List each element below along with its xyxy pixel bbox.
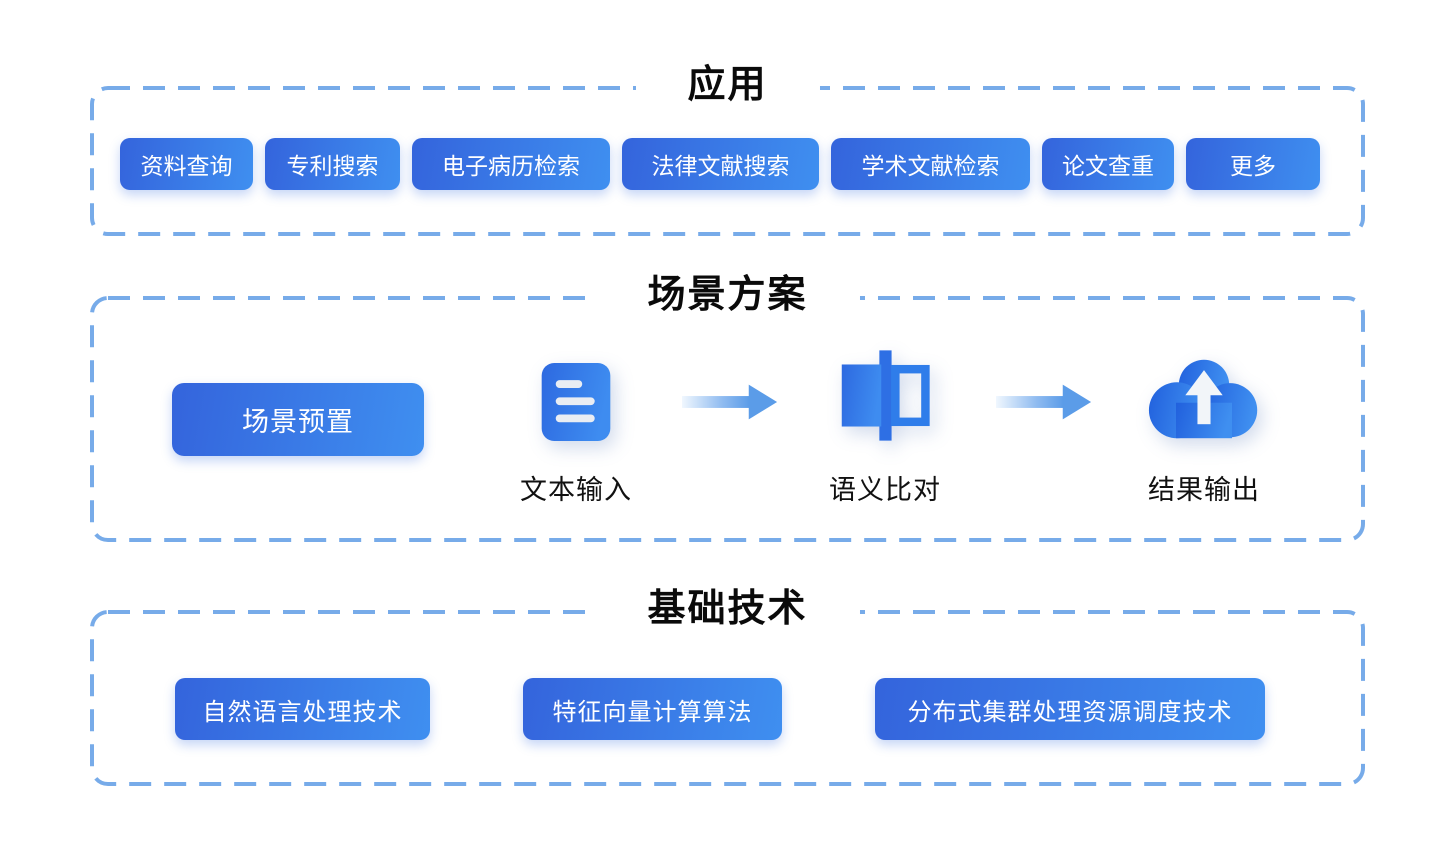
- flow-step-label: 结果输出: [1148, 475, 1260, 505]
- section-technology: 基础技术 自然语言处理技术 特征向量计算算法 分布式集群处理资源调度技术: [90, 577, 1365, 786]
- tech-button-distributed-scheduling[interactable]: 分布式集群处理资源调度技术: [875, 678, 1265, 740]
- section-title-scenario: 场景方案: [595, 263, 860, 318]
- application-buttons-row: 资料查询 专利搜索 电子病历检索 法律文献搜索 学术文献检索 论文查重 更多: [120, 138, 1320, 190]
- section-scenario: 场景方案 场景预置 文本输入: [90, 263, 1365, 542]
- flow-step-result-output: 结果输出: [1089, 348, 1319, 507]
- tech-button-vector-computing[interactable]: 特征向量计算算法: [523, 678, 782, 740]
- app-button-plagiarism-check[interactable]: 论文查重: [1042, 138, 1174, 190]
- section-applications: 应用 资料查询 专利搜索 电子病历检索 法律文献搜索 学术文献检索 论文查重 更…: [90, 53, 1365, 236]
- app-button-academic-retrieval[interactable]: 学术文献检索: [831, 138, 1030, 190]
- section-title-technology: 基础技术: [595, 577, 860, 632]
- app-button-legal-search[interactable]: 法律文献搜索: [622, 138, 819, 190]
- flow-step-semantic-compare: 语义比对: [770, 348, 1000, 507]
- technology-buttons-row: 自然语言处理技术 特征向量计算算法 分布式集群处理资源调度技术: [175, 678, 1265, 740]
- flow-arrow-right-icon: [996, 384, 1092, 420]
- flow-arrow-right-icon: [682, 384, 778, 420]
- app-button-data-query[interactable]: 资料查询: [120, 138, 253, 190]
- compare-icon: [838, 348, 932, 444]
- tech-button-nlp[interactable]: 自然语言处理技术: [175, 678, 430, 740]
- flow-step-text-input: 文本输入: [461, 348, 691, 507]
- dashed-border: [90, 610, 1365, 786]
- document-icon: [537, 348, 615, 444]
- scenario-preset-button[interactable]: 场景预置: [172, 383, 424, 456]
- section-title-applications: 应用: [635, 53, 820, 108]
- cloud-upload-icon: [1148, 348, 1260, 444]
- app-button-more[interactable]: 更多: [1186, 138, 1320, 190]
- flow-step-label: 文本输入: [520, 475, 632, 505]
- flow-step-label: 语义比对: [829, 475, 941, 505]
- app-button-patent-search[interactable]: 专利搜索: [265, 138, 400, 190]
- dashed-border: [90, 296, 1365, 542]
- app-button-emr-retrieval[interactable]: 电子病历检索: [412, 138, 610, 190]
